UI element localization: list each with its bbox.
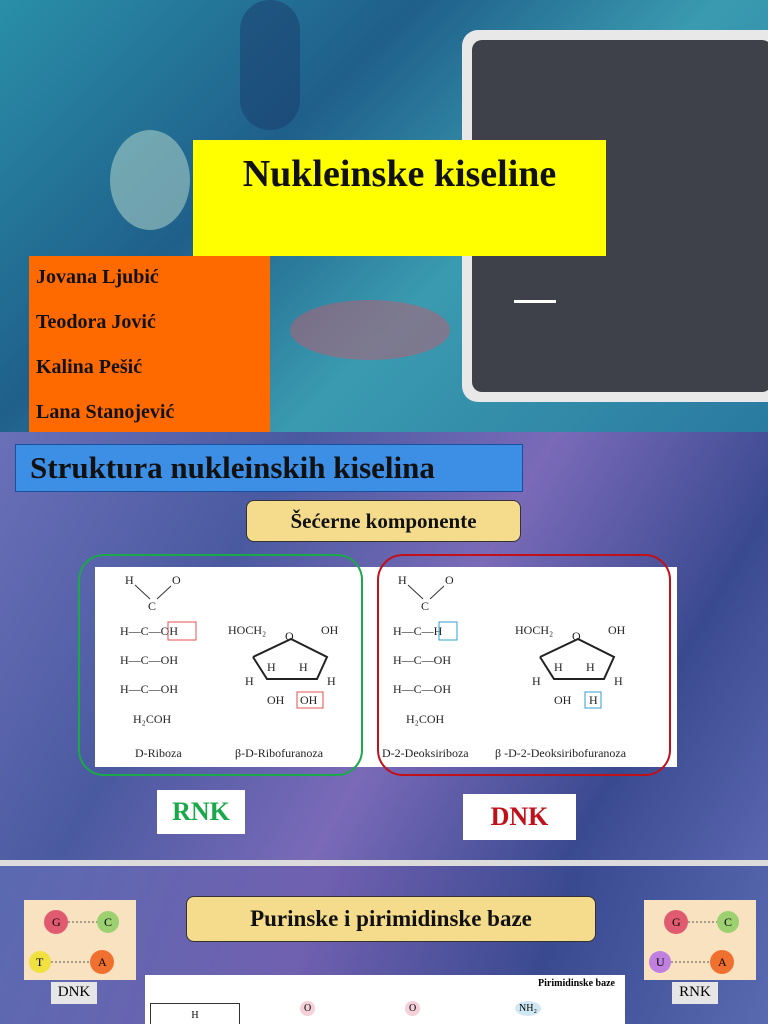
svg-text:C: C (148, 599, 156, 613)
svg-text:O: O (285, 629, 294, 643)
svg-text:H: H (589, 693, 598, 707)
subheading: Šećerne komponente (246, 500, 521, 542)
dnk-frame (377, 554, 671, 776)
svg-text:H: H (267, 660, 276, 674)
svg-text:H: H (586, 660, 595, 674)
page-title: Nukleinske kiseline (193, 140, 606, 256)
dash-line (514, 300, 556, 303)
slide-bases: G C T A DNK Purinske i pirimidinske baze P… (0, 866, 768, 1024)
svg-text:OH: OH (608, 623, 626, 637)
svg-text:A: A (718, 955, 727, 969)
svg-text:C: C (104, 915, 112, 929)
author: Lana Stanojević (36, 401, 175, 423)
svg-text:H—C—OH: H—C—OH (120, 624, 178, 638)
d-2-deoksiriboza: H O C H—C—H H—C—OH H—C—OH H₂COH D-2-Deoks… (382, 573, 469, 760)
svg-text:H—C—H: H—C—H (393, 624, 443, 638)
decorative-cell (110, 130, 190, 230)
svg-text:H: H (125, 573, 134, 587)
svg-text:G: G (672, 915, 681, 929)
pyrimidine-table: Pirimidinske baze H O O NH₂ (145, 975, 625, 1024)
svg-text:H: H (398, 573, 407, 587)
dna-bases-image: G C T A (24, 900, 136, 980)
svg-text:U: U (656, 955, 665, 969)
svg-text:H: H (327, 674, 336, 688)
rnk-frame (78, 554, 363, 776)
svg-text:H₂COH: H₂COH (133, 712, 172, 726)
dna-bases-icon: G C T A (29, 910, 119, 974)
svg-text:D-Riboza: D-Riboza (135, 746, 182, 760)
svg-text:H: H (245, 674, 254, 688)
svg-text:H: H (532, 674, 541, 688)
svg-text:C: C (724, 915, 732, 929)
svg-text:A: A (98, 955, 107, 969)
svg-text:OH: OH (321, 623, 339, 637)
table-cell: H (150, 1003, 240, 1024)
slide-heading: Struktura nukleinskih kiselina (15, 444, 523, 492)
sugar-structures: H O C H—C—OH H—C—OH H—C—OH H₂COH D-Riboza… (95, 567, 677, 767)
svg-text:H: H (614, 674, 623, 688)
dnk-label: DNK (51, 982, 97, 1004)
svg-text:H₂COH: H₂COH (406, 712, 445, 726)
structures-svg: H O C H—C—OH H—C—OH H—C—OH H₂COH D-Riboza… (120, 573, 627, 760)
svg-text:O: O (172, 573, 181, 587)
decorative-figure (240, 0, 300, 130)
slide-title: Nukleinske kiseline Jovana Ljubić Teodor… (0, 0, 768, 432)
slide-structure: Struktura nukleinskih kiselina Šećerne k… (0, 432, 768, 860)
svg-text:O: O (572, 629, 581, 643)
svg-text:OH: OH (554, 693, 572, 707)
svg-text:OH: OH (267, 693, 285, 707)
svg-text:HOCH₂: HOCH₂ (228, 623, 266, 637)
oxygen-label: O (405, 1001, 421, 1016)
dnk-label: DNK (463, 794, 576, 840)
rna-bases-image: G C U A (644, 900, 756, 980)
decorative-shape (290, 300, 450, 360)
d-riboza: H O C H—C—OH H—C—OH H—C—OH H₂COH D-Riboza (120, 573, 197, 760)
author: Jovana Ljubić (36, 266, 159, 288)
author: Teodora Jović (36, 311, 156, 333)
rna-bases-icon: G C U A (649, 910, 739, 974)
svg-text:HOCH₂: HOCH₂ (515, 623, 553, 637)
svg-text:H—C—OH: H—C—OH (393, 682, 451, 696)
svg-text:H—C—OH: H—C—OH (120, 653, 178, 667)
amine-label: NH₂ (515, 1001, 541, 1016)
slide-heading: Purinske i pirimidinske baze (186, 896, 596, 942)
table-title: Pirimidinske baze (538, 978, 615, 989)
svg-text:H: H (299, 660, 308, 674)
svg-text:T: T (36, 955, 44, 969)
svg-text:O: O (445, 573, 454, 587)
slide-separator (0, 860, 768, 866)
rnk-label: RNK (157, 790, 245, 834)
svg-text:β-D-Ribofuranoza: β-D-Ribofuranoza (235, 746, 324, 760)
svg-text:H: H (554, 660, 563, 674)
author: Kalina Pešić (36, 356, 143, 378)
rnk-label: RNK (672, 982, 718, 1004)
svg-text:C: C (421, 599, 429, 613)
svg-text:D-2-Deoksiriboza: D-2-Deoksiriboza (382, 746, 469, 760)
dark-panel (462, 30, 768, 402)
svg-text:β -D-2-Deoksiribofuranoza: β -D-2-Deoksiribofuranoza (495, 746, 627, 760)
svg-text:H—C—OH: H—C—OH (120, 682, 178, 696)
author-list: Jovana Ljubić Teodora Jović Kalina Pešić… (29, 256, 270, 432)
svg-text:OH: OH (300, 693, 318, 707)
svg-text:G: G (52, 915, 61, 929)
svg-text:H—C—OH: H—C—OH (393, 653, 451, 667)
oxygen-label: O (300, 1001, 316, 1016)
